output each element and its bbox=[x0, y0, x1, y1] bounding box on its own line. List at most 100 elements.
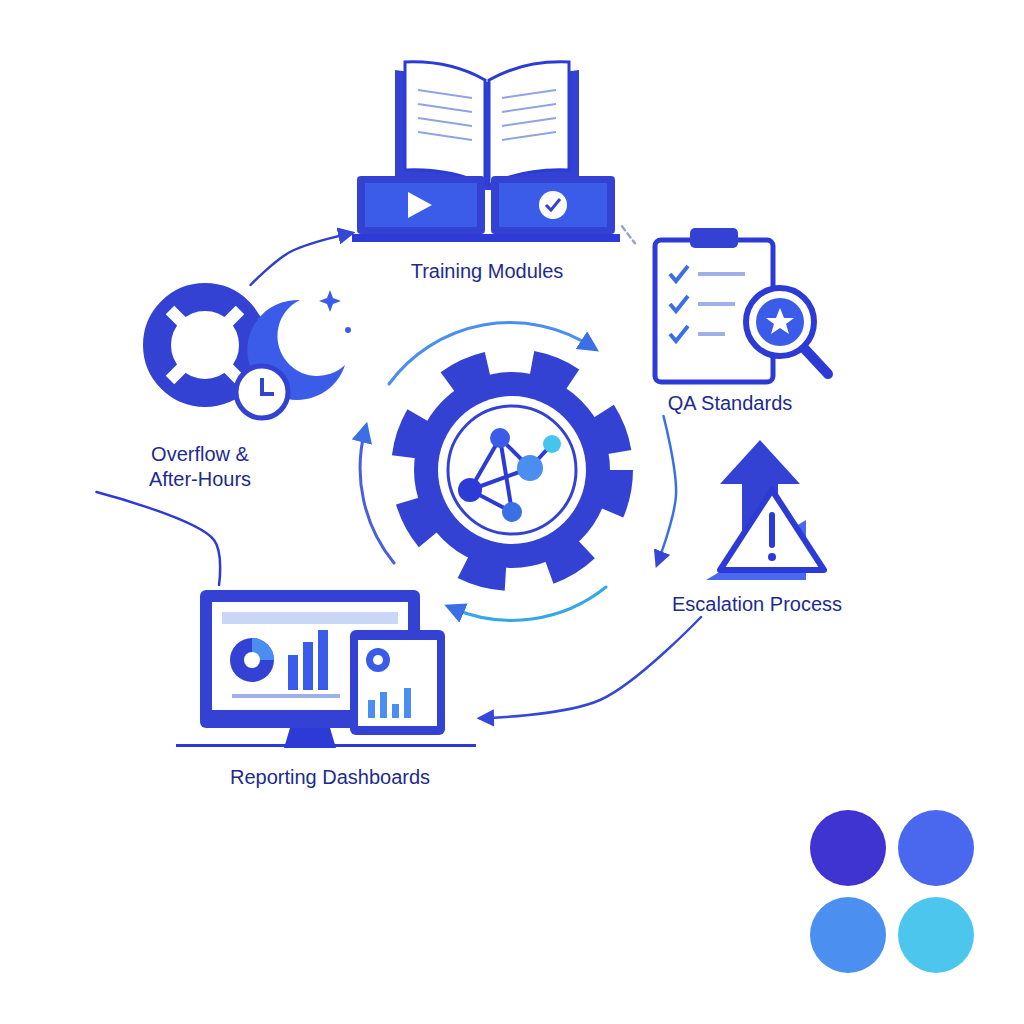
reporting-icon-part bbox=[350, 630, 445, 735]
reporting-icon-part bbox=[373, 655, 383, 665]
training-icon-part-part bbox=[502, 118, 556, 126]
palette-dots-part bbox=[810, 897, 886, 973]
qa-icon-part-part bbox=[670, 296, 688, 311]
training-icon-part-part bbox=[418, 104, 472, 112]
training-icon-part-part bbox=[502, 132, 556, 140]
training-icon-part bbox=[418, 90, 556, 140]
reporting-icon-part bbox=[232, 694, 340, 698]
reporting-icon bbox=[176, 590, 476, 748]
qa-icon-part-part bbox=[698, 302, 735, 306]
center-gear-part bbox=[502, 502, 522, 522]
inner-cycle-arrows-part bbox=[452, 587, 606, 620]
reporting-icon-part-part bbox=[392, 704, 399, 718]
reporting-icon-part bbox=[244, 652, 260, 668]
training-icon-part bbox=[489, 62, 569, 185]
inner-cycle-arrows-part bbox=[360, 430, 394, 563]
training-icon-part-part bbox=[418, 118, 472, 126]
training-icon-part-part bbox=[502, 90, 556, 98]
reporting-icon-part-part bbox=[303, 642, 313, 690]
reporting-icon-part bbox=[368, 688, 411, 718]
qa-icon-part bbox=[698, 274, 745, 334]
escalation-icon bbox=[706, 440, 824, 580]
qa-icon-part-part bbox=[698, 272, 745, 276]
palette-dots-part bbox=[810, 810, 886, 886]
overflow-icon-part bbox=[345, 327, 351, 333]
reporting-icon-part bbox=[366, 648, 390, 672]
reporting-icon-part bbox=[288, 630, 328, 690]
cycle-arrow bbox=[657, 416, 676, 565]
reporting-icon-part bbox=[230, 638, 274, 682]
qa-icon-part bbox=[802, 346, 828, 374]
center-gear-part bbox=[470, 438, 552, 512]
training-icon-part-part bbox=[502, 104, 556, 112]
training-icon-part bbox=[546, 199, 560, 210]
overflow-icon-part-part bbox=[224, 310, 240, 326]
cycle-step: Training Modules bbox=[352, 62, 622, 284]
reporting-icon-part bbox=[176, 744, 476, 747]
training-icon-part-part bbox=[418, 90, 472, 98]
cycle-step: Overflow & After-Hours bbox=[85, 285, 315, 492]
qa-icon-part bbox=[756, 298, 804, 346]
qa-icon-part bbox=[670, 266, 688, 341]
overflow-icon-part-part bbox=[170, 310, 186, 326]
reporting-icon-part bbox=[200, 590, 420, 728]
qa-icon bbox=[655, 228, 828, 382]
step-label: Escalation Process bbox=[672, 592, 842, 617]
cycle-arrow bbox=[480, 617, 701, 718]
reporting-icon-part bbox=[222, 612, 398, 624]
training-icon-part bbox=[499, 183, 607, 227]
qa-icon-part bbox=[766, 308, 794, 334]
center-gear-part bbox=[543, 435, 561, 453]
overflow-icon-part bbox=[236, 366, 288, 418]
cycle-arrow bbox=[622, 226, 635, 243]
center-gear-part bbox=[458, 478, 482, 502]
center-gear-part bbox=[438, 396, 586, 544]
reporting-icon-part-part bbox=[368, 700, 375, 718]
overflow-icon-part bbox=[319, 290, 341, 312]
qa-icon-part-part bbox=[670, 266, 688, 281]
center-gear-part bbox=[408, 366, 616, 574]
step-label: Overflow & After-Hours bbox=[125, 442, 275, 492]
overflow-icon-part bbox=[170, 310, 240, 380]
step-label: QA Standards bbox=[668, 391, 793, 416]
overflow-icon-part bbox=[247, 300, 345, 400]
training-icon-part bbox=[405, 62, 485, 185]
reporting-icon-part bbox=[358, 640, 437, 726]
training-icon-part bbox=[357, 176, 485, 234]
step-label: Training Modules bbox=[411, 259, 564, 284]
palette-dots-part bbox=[898, 810, 974, 886]
qa-icon-part-part bbox=[670, 326, 688, 341]
reporting-icon-part-part bbox=[404, 688, 411, 718]
qa-icon-part-part bbox=[698, 332, 725, 336]
cycle-arrow bbox=[97, 492, 221, 585]
palette-dots-part bbox=[898, 897, 974, 973]
overflow-icon bbox=[157, 290, 351, 418]
cycle-step: QA Standards bbox=[635, 208, 825, 416]
overflow-icon-part-part bbox=[170, 364, 186, 380]
center-gear-part bbox=[448, 406, 576, 534]
overflow-icon-part bbox=[262, 378, 274, 394]
reporting-icon-part-part bbox=[232, 694, 340, 698]
qa-icon-part bbox=[746, 288, 814, 356]
step-label: Reporting Dashboards bbox=[230, 765, 430, 790]
escalation-icon-part bbox=[720, 490, 824, 570]
cycle-step: Reporting Dashboards bbox=[180, 585, 480, 790]
escalation-icon-part bbox=[769, 515, 775, 545]
training-icon-part bbox=[352, 234, 620, 242]
palette-dots bbox=[810, 810, 974, 973]
training-icon-part bbox=[408, 192, 432, 218]
center-gear-part bbox=[490, 428, 510, 448]
escalation-icon-part bbox=[768, 553, 776, 561]
training-icon-part bbox=[539, 191, 567, 219]
cycle-step: Escalation Process bbox=[657, 430, 857, 617]
training-icon-part bbox=[491, 176, 615, 234]
center-gear-part bbox=[414, 372, 610, 568]
qa-icon-part bbox=[690, 228, 738, 248]
reporting-icon-part-part bbox=[288, 655, 298, 690]
training-icon-part-part bbox=[418, 132, 472, 140]
reporting-icon-part-part bbox=[380, 692, 387, 718]
training-icon bbox=[352, 62, 620, 242]
